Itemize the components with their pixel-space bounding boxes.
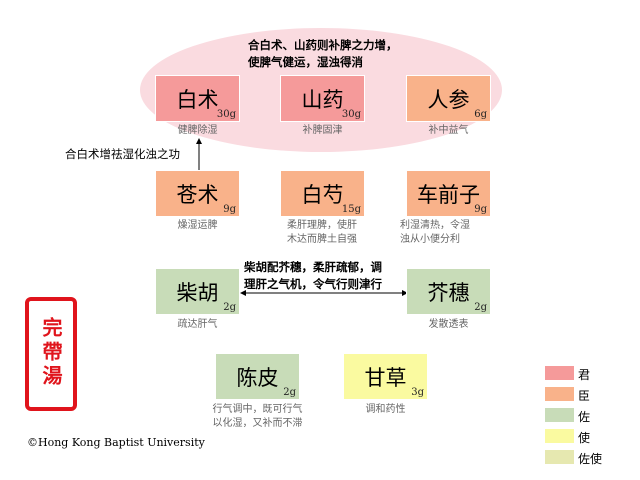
legend-swatch-chen — [545, 387, 574, 401]
up-arrow — [196, 138, 202, 170]
herb-dose: 2g — [474, 302, 487, 313]
caption-line: 柔肝理脾，使肝 — [287, 220, 357, 231]
mid-note: 柴胡配芥穗，柔肝疏郁，调理肝之气机，令气行则津行 — [244, 259, 382, 293]
herb-box-jiesui: 芥穗 2g — [406, 268, 491, 315]
legend-label: 使 — [578, 431, 591, 445]
legend-label: 君 — [578, 368, 591, 382]
double-arrow — [240, 290, 408, 296]
caption-line: 行气调中，既可行气 — [212, 404, 303, 415]
caption-line: 以化湿，又补而不滞 — [212, 418, 303, 429]
legend-label: 佐使 — [578, 452, 603, 466]
herb-caption: 健脾除湿 — [177, 125, 218, 136]
legend-swatch-zuoshi — [545, 450, 574, 464]
legend-label: 臣 — [578, 389, 591, 403]
legend-label: 佐 — [578, 410, 591, 424]
herb-dose: 15g — [341, 204, 361, 215]
herb-caption: 柔肝理脾，使肝木达而脾土自强 — [272, 219, 372, 247]
caption-line: 木达而脾土自强 — [287, 234, 357, 245]
legend-swatch-jun — [545, 366, 574, 380]
herb-box-cangzhu: 苍术 9g — [155, 170, 240, 217]
herb-dose: 30g — [341, 109, 361, 120]
herb-dose: 2g — [283, 387, 296, 398]
herb-name: 山药 — [301, 88, 344, 112]
copyright: ©Hong Kong Baptist University — [27, 436, 205, 449]
legend-swatch-shi — [545, 429, 574, 443]
herb-dose: 2g — [223, 302, 236, 313]
herb-box-chenpi: 陈皮 2g — [215, 353, 300, 400]
top-note-line: 合白术、山药则补脾之力增， — [248, 38, 398, 52]
herb-caption: 疏达肝气 — [177, 319, 218, 330]
herb-caption: 补脾固津 — [302, 125, 343, 136]
herb-name: 芥穗 — [427, 281, 470, 305]
top-note-line: 使脾气健运，湿浊得消 — [248, 55, 363, 69]
herb-name: 车前子 — [417, 183, 480, 207]
mid-note-line: 理肝之气机，令气行则津行 — [244, 277, 382, 291]
legend-swatch-zuo — [545, 408, 574, 422]
herb-caption: 发散透表 — [428, 319, 469, 330]
herb-dose: 9g — [474, 204, 487, 215]
herb-name: 苍术 — [176, 183, 219, 207]
herb-dose: 9g — [223, 204, 236, 215]
herb-dose: 30g — [216, 109, 236, 120]
caption-line: 利湿清热，令湿 — [400, 220, 470, 231]
herb-box-chaihu: 柴胡 2g — [155, 268, 240, 315]
herb-caption: 调和药性 — [365, 404, 406, 415]
herb-caption: 行气调中，既可行气以化湿，又补而不滞 — [200, 403, 315, 431]
herb-name: 柴胡 — [176, 281, 219, 305]
herb-box-renshen: 人参 6g — [406, 75, 491, 122]
herb-box-gancao: 甘草 3g — [343, 353, 428, 400]
seal-text: 完帶湯 — [39, 317, 63, 389]
side-note: 合白术增祛湿化浊之功 — [65, 147, 180, 161]
herb-name: 甘草 — [364, 366, 407, 390]
herb-name: 白术 — [176, 88, 219, 112]
herb-caption: 燥湿运脾 — [177, 220, 218, 231]
caption-line: 浊从小便分利 — [400, 234, 460, 245]
herb-name: 人参 — [427, 88, 470, 112]
herb-dose: 3g — [411, 387, 424, 398]
herb-name: 陈皮 — [236, 366, 279, 390]
herb-caption: 利湿清热，令湿浊从小便分利 — [400, 219, 500, 247]
formula-seal: 完帶湯 — [25, 297, 77, 411]
mid-note-line: 柴胡配芥穗，柔肝疏郁，调 — [244, 260, 382, 274]
herb-name: 白芍 — [301, 183, 344, 207]
herb-dose: 6g — [474, 109, 487, 120]
herb-caption: 补中益气 — [428, 125, 469, 136]
top-note: 合白术、山药则补脾之力增， 使脾气健运，湿浊得消 — [248, 37, 398, 71]
